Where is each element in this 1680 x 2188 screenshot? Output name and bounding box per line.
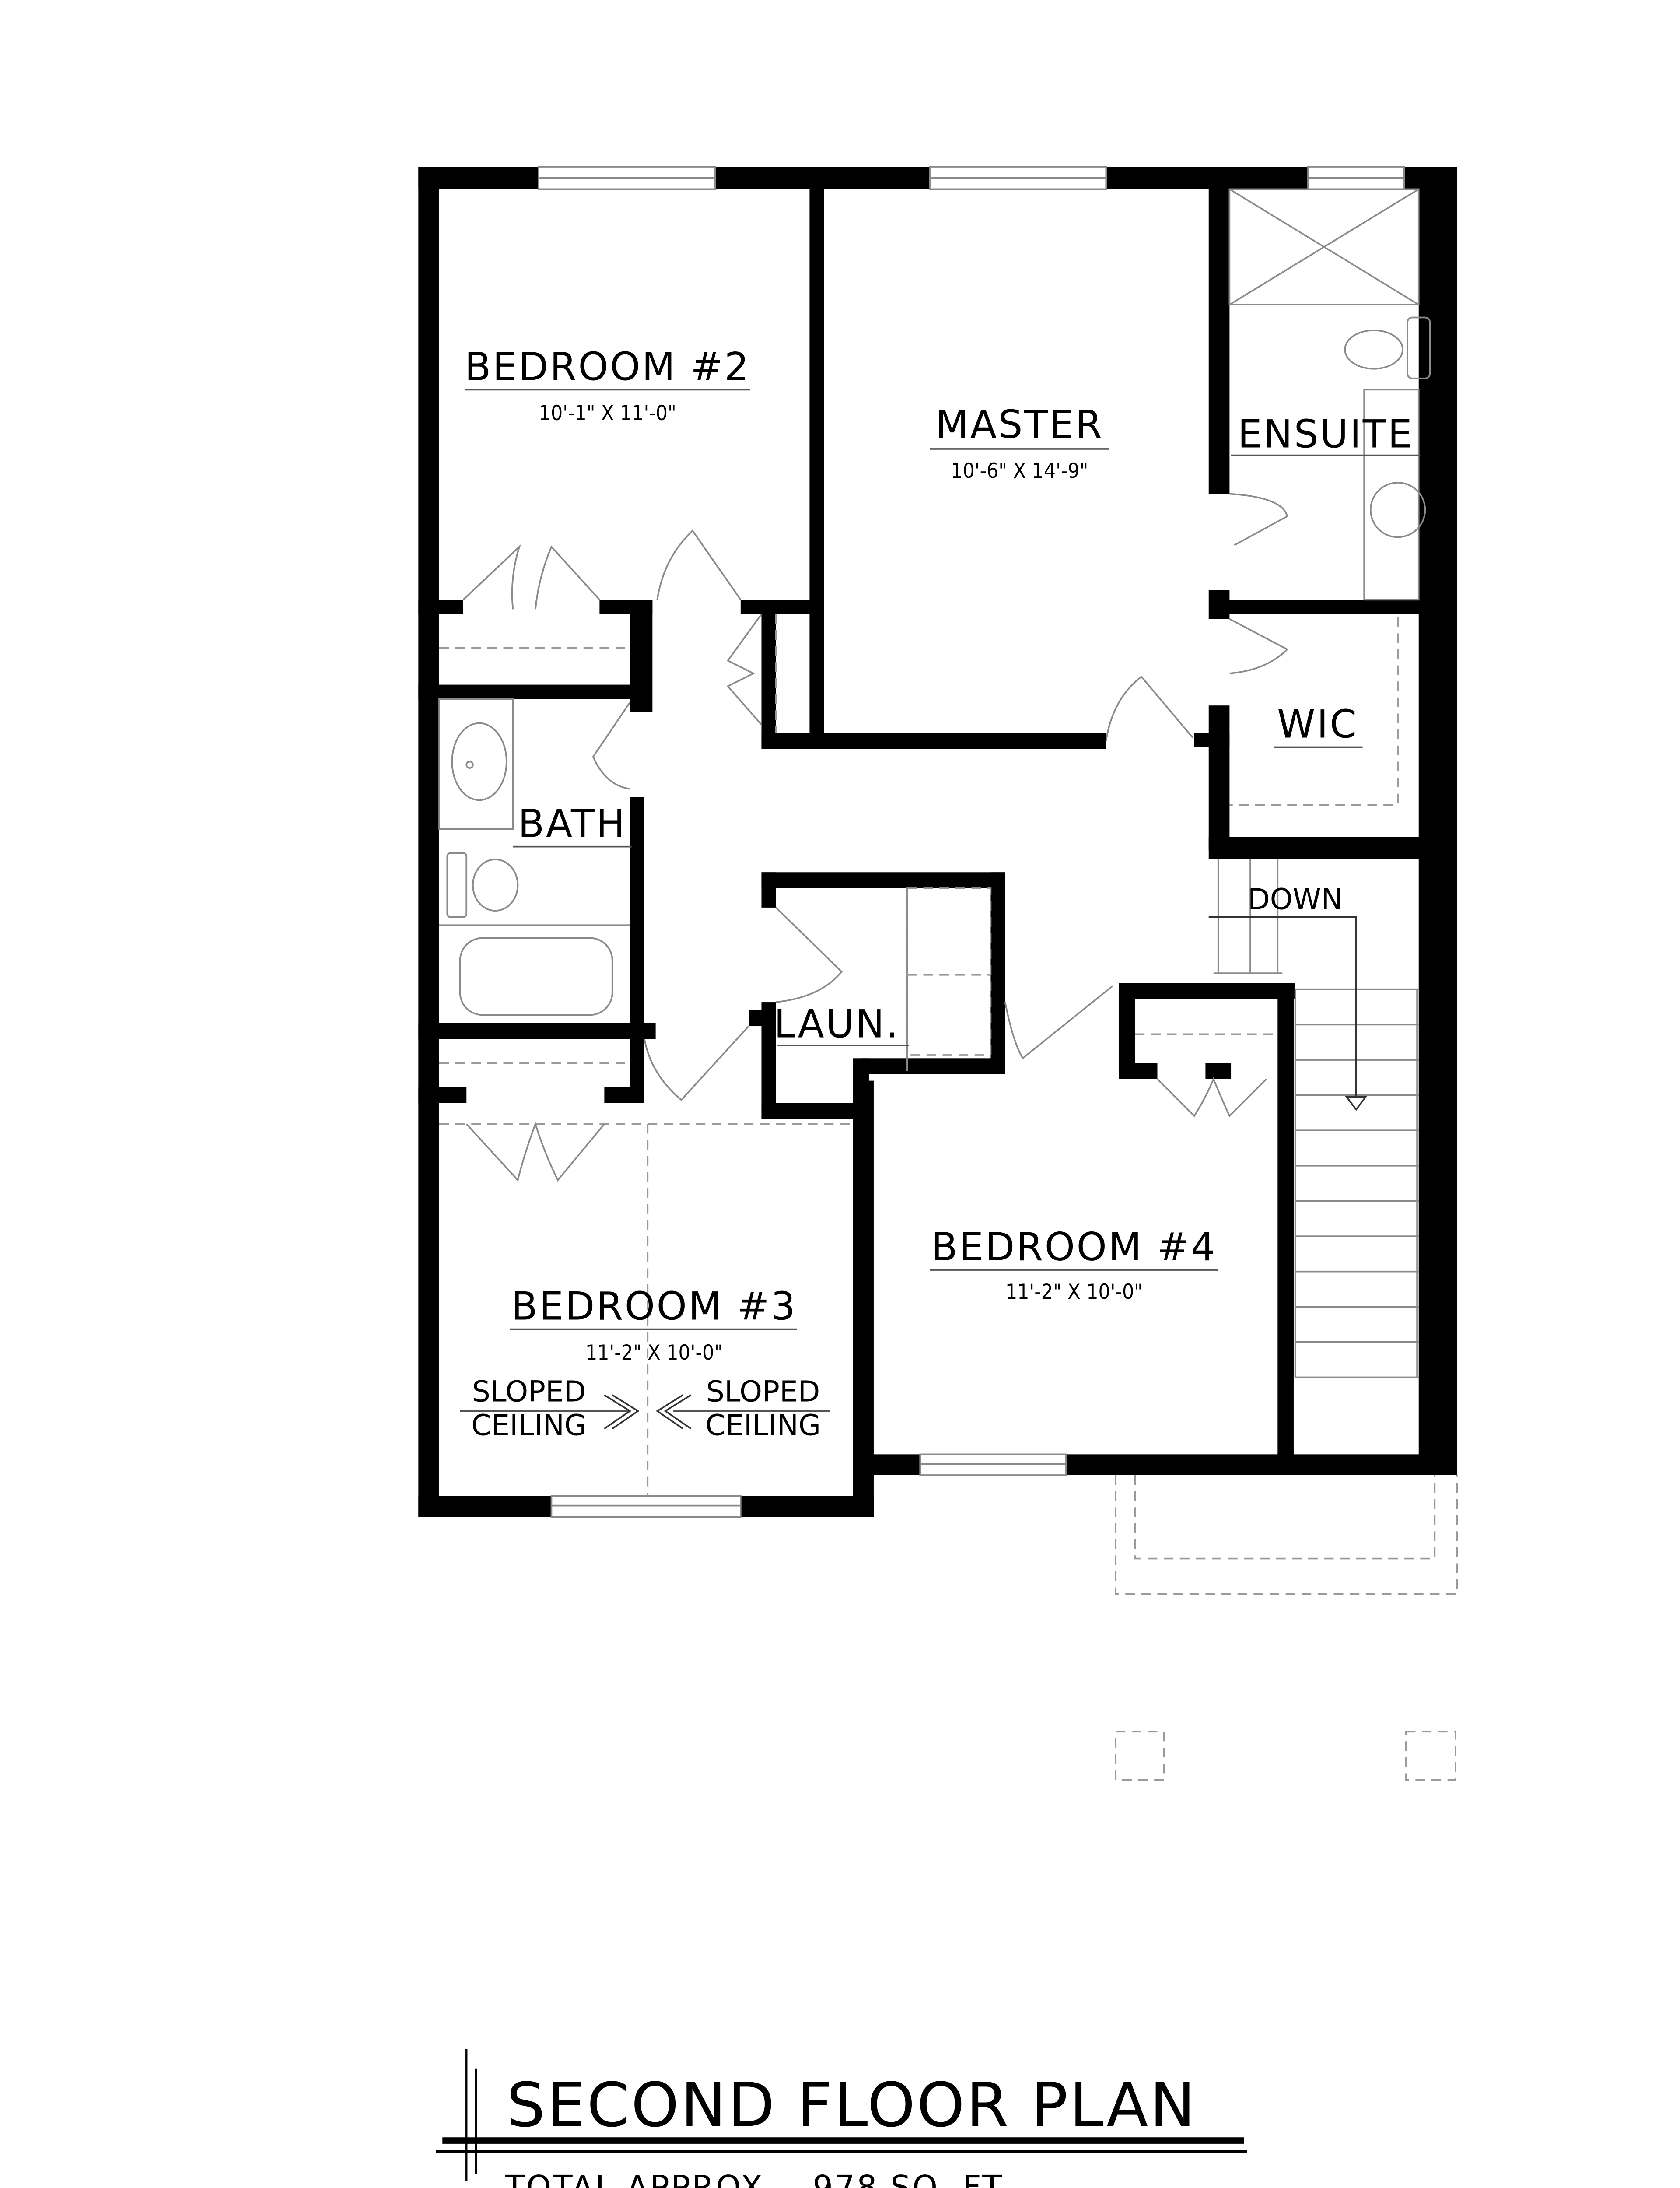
room-bath: BATH [513, 801, 632, 848]
sloped-ceiling-label-right: SLOPED [706, 1375, 820, 1408]
fixtures [438, 188, 1458, 1781]
room-label: BEDROOM #3 [511, 1284, 797, 1329]
room-bedroom-4: BEDROOM #4 11'-2" X 10'-0" [930, 1224, 1218, 1304]
sloped-ceiling-label-left-2: CEILING [471, 1408, 587, 1442]
room-label: LAUN. [774, 1002, 900, 1047]
exterior-walls [418, 167, 1457, 1517]
stair-direction-arrow-icon [1208, 916, 1368, 1111]
room-dimensions: 11'-2" X 10'-0" [1005, 1280, 1143, 1304]
sloped-ceiling-label-right-2: CEILING [705, 1408, 821, 1442]
interior-walls [418, 167, 1457, 1461]
room-label: BEDROOM #2 [465, 344, 750, 389]
room-bedroom-3: BEDROOM #3 11'-2" X 10'-0" SLOPED CEILIN… [460, 1284, 831, 1442]
sloped-ceiling-label-left: SLOPED [472, 1375, 586, 1408]
room-bedroom-2: BEDROOM #2 10'-1" X 11'-0" [465, 344, 750, 425]
room-label: BATH [518, 801, 626, 846]
room-dimensions: 11'-2" X 10'-0" [585, 1341, 723, 1365]
slope-arrow-left-icon [655, 1394, 692, 1430]
total-area: TOTAL APPROX. - 978 SQ. FT. [504, 2169, 1012, 2188]
room-dimensions: 10'-1" X 11'-0" [539, 401, 676, 425]
room-label: BEDROOM #4 [931, 1224, 1217, 1269]
stairs-down-label: DOWN [1248, 883, 1343, 916]
room-label: ENSUITE [1238, 411, 1414, 456]
room-wic: WIC [1274, 701, 1363, 748]
room-master: MASTER 10'-6" X 14'-9" [930, 402, 1110, 483]
plan-title: SECOND FLOOR PLAN [507, 2070, 1197, 2141]
room-laundry: LAUN. [774, 1002, 909, 1047]
title-block: SECOND FLOOR PLAN TOTAL APPROX. - 978 SQ… [436, 2049, 1247, 2188]
room-label: WIC [1277, 701, 1358, 747]
slope-arrow-right-icon [604, 1394, 640, 1430]
room-dimensions: 10'-6" X 14'-9" [951, 459, 1088, 483]
room-label: MASTER [935, 402, 1103, 447]
room-ensuite: ENSUITE [1231, 411, 1421, 456]
